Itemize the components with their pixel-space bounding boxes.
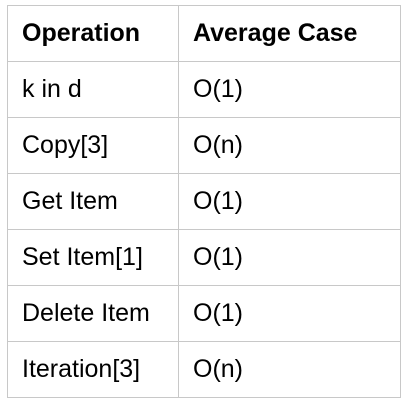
operation-cell: Iteration[3]: [7, 341, 179, 398]
table-header: Operation Average Case: [7, 5, 401, 62]
header-row: Operation Average Case: [7, 5, 401, 62]
table-row: Copy[3] O(n): [7, 117, 401, 174]
operation-cell: Delete Item: [7, 285, 179, 342]
table-row: Get Item O(1): [7, 173, 401, 230]
average-case-cell: O(1): [178, 229, 401, 286]
table-row: k in d O(1): [7, 61, 401, 118]
table-body: k in d O(1) Copy[3] O(n) Get Item O(1) S…: [7, 61, 401, 398]
table-row: Set Item[1] O(1): [7, 229, 401, 286]
complexity-table: Operation Average Case k in d O(1) Copy[…: [7, 5, 401, 398]
table-row: Iteration[3] O(n): [7, 341, 401, 398]
average-case-cell: O(1): [178, 285, 401, 342]
average-case-cell: O(1): [178, 173, 401, 230]
average-case-cell: O(n): [178, 117, 401, 174]
table-row: Delete Item O(1): [7, 285, 401, 342]
operation-cell: k in d: [7, 61, 179, 118]
average-case-cell: O(1): [178, 61, 401, 118]
header-average-case: Average Case: [178, 5, 401, 62]
average-case-cell: O(n): [178, 341, 401, 398]
operation-cell: Set Item[1]: [7, 229, 179, 286]
operation-cell: Copy[3]: [7, 117, 179, 174]
operation-cell: Get Item: [7, 173, 179, 230]
header-operation: Operation: [7, 5, 179, 62]
